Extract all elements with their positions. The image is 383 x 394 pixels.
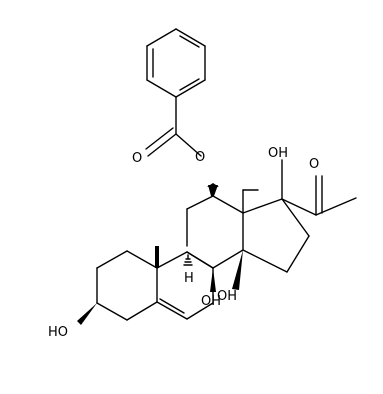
label-c14-hydroxyl: OH <box>217 289 237 304</box>
hash-c9-h <box>183 254 193 266</box>
wedge-c3-oh <box>77 303 97 325</box>
steroid-skeleton <box>77 159 357 325</box>
label-carbonyl-oxygen-benzoate: O <box>132 151 142 166</box>
label-h9: H <box>184 271 194 286</box>
label-ester-oxygen: O <box>195 150 205 165</box>
label-ketone-oxygen: O <box>309 157 319 172</box>
wedge-c14-oh <box>232 250 243 290</box>
label-c17-hydroxyl: OH <box>268 146 288 161</box>
label-c8-hydroxyl: OH <box>201 294 221 309</box>
benzoate-carbonyl <box>145 96 202 157</box>
benzene-ring <box>146 28 206 98</box>
atom-labels: O O OH O OH OH HO H <box>48 146 319 340</box>
label-c3-hydroxyl: HO <box>48 325 68 340</box>
wedge-c8-oh <box>210 268 216 292</box>
wedge-c10-methyl <box>155 246 159 268</box>
